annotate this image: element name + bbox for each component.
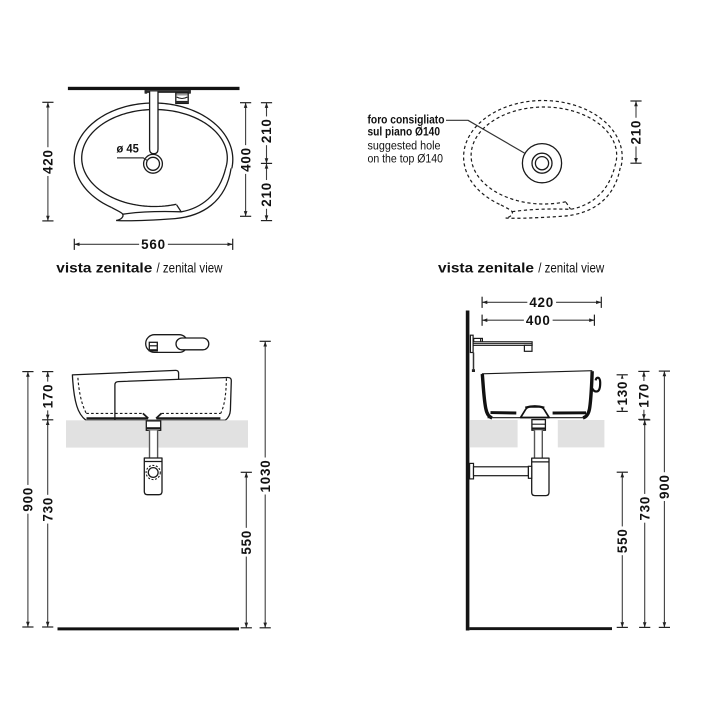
svg-text:400: 400 — [238, 147, 253, 172]
svg-text:foro consigliato: foro consigliato — [368, 112, 445, 126]
svg-text:400: 400 — [526, 313, 551, 328]
svg-text:210: 210 — [629, 120, 644, 145]
svg-text:550: 550 — [239, 530, 254, 555]
svg-text:sul piano Ø140: sul piano Ø140 — [368, 125, 441, 139]
svg-text:on the top Ø140: on the top Ø140 — [368, 151, 444, 165]
svg-text:ø 45: ø 45 — [117, 142, 140, 156]
svg-text:1030: 1030 — [258, 460, 273, 493]
svg-text:730: 730 — [637, 496, 652, 521]
svg-text:170: 170 — [40, 384, 55, 409]
svg-text:900: 900 — [21, 487, 36, 512]
svg-text:/ zenital view: / zenital view — [157, 259, 224, 275]
svg-text:420: 420 — [41, 149, 56, 174]
svg-text:550: 550 — [615, 528, 630, 553]
svg-text:suggested hole: suggested hole — [368, 139, 441, 153]
svg-text:210: 210 — [259, 182, 274, 207]
svg-text:420: 420 — [529, 295, 554, 310]
svg-text:900: 900 — [657, 474, 672, 499]
svg-text:210: 210 — [259, 118, 274, 143]
svg-text:vista zenitale: vista zenitale — [438, 259, 534, 275]
svg-text:vista zenitale: vista zenitale — [56, 259, 152, 275]
svg-text:130: 130 — [615, 381, 630, 406]
svg-text:/ zenital view: / zenital view — [538, 259, 605, 275]
svg-text:560: 560 — [141, 237, 166, 252]
svg-text:730: 730 — [40, 497, 55, 522]
svg-text:170: 170 — [637, 383, 652, 408]
